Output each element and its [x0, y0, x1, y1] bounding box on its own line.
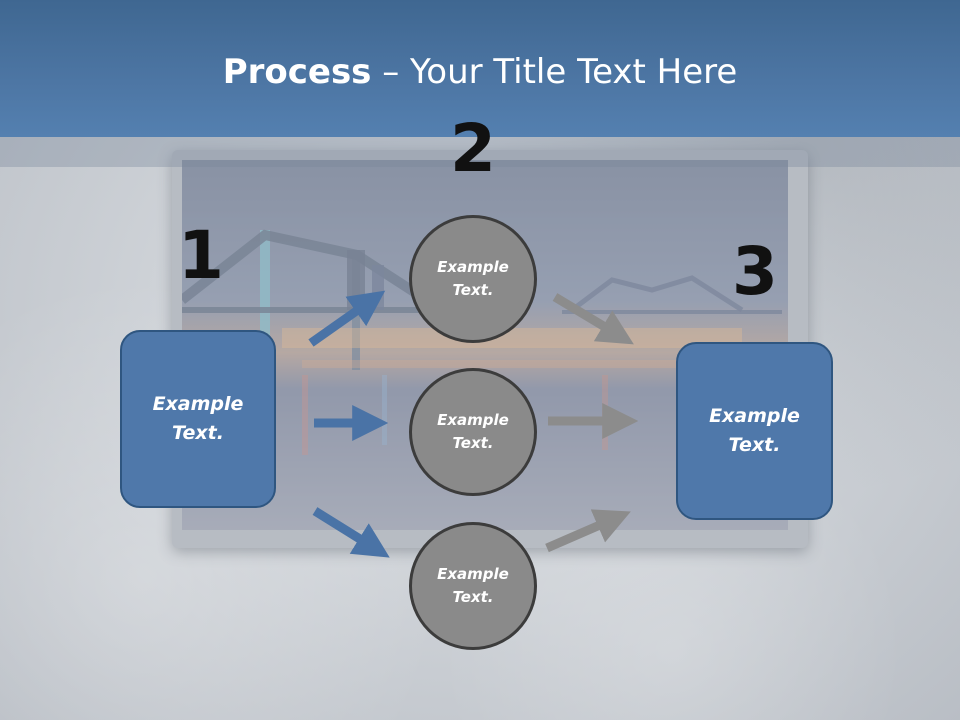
- arrow-bottom-to-3: [545, 509, 631, 553]
- circle-bottom-text: Example Text.: [437, 565, 509, 606]
- step-1-box: Example Text.: [120, 330, 276, 508]
- slide-title: Process – Your Title Text Here: [0, 52, 960, 92]
- step-2-circle-middle: Example Text.: [409, 368, 537, 496]
- title-bar: [0, 0, 960, 137]
- title-bold-part: Process: [222, 52, 372, 92]
- circle-top-text: Example Text.: [437, 258, 509, 299]
- step-3-text: Example Text.: [709, 405, 800, 456]
- arrow-top-to-3: [552, 293, 634, 345]
- step-number-3: 3: [732, 233, 778, 310]
- arrow-1-to-bottom: [312, 507, 390, 558]
- circle-middle-text: Example Text.: [437, 411, 509, 452]
- arrow-1-to-top: [308, 290, 386, 347]
- step-3-box: Example Text.: [676, 342, 833, 520]
- title-rest-part: – Your Title Text Here: [371, 52, 738, 92]
- step-2-circle-top: Example Text.: [409, 215, 537, 343]
- step-2-circle-bottom: Example Text.: [409, 522, 537, 650]
- title-bar-shadow: [0, 137, 960, 167]
- step-1-text: Example Text.: [152, 393, 244, 444]
- step-number-2: 2: [450, 110, 496, 187]
- step-number-1: 1: [178, 217, 224, 294]
